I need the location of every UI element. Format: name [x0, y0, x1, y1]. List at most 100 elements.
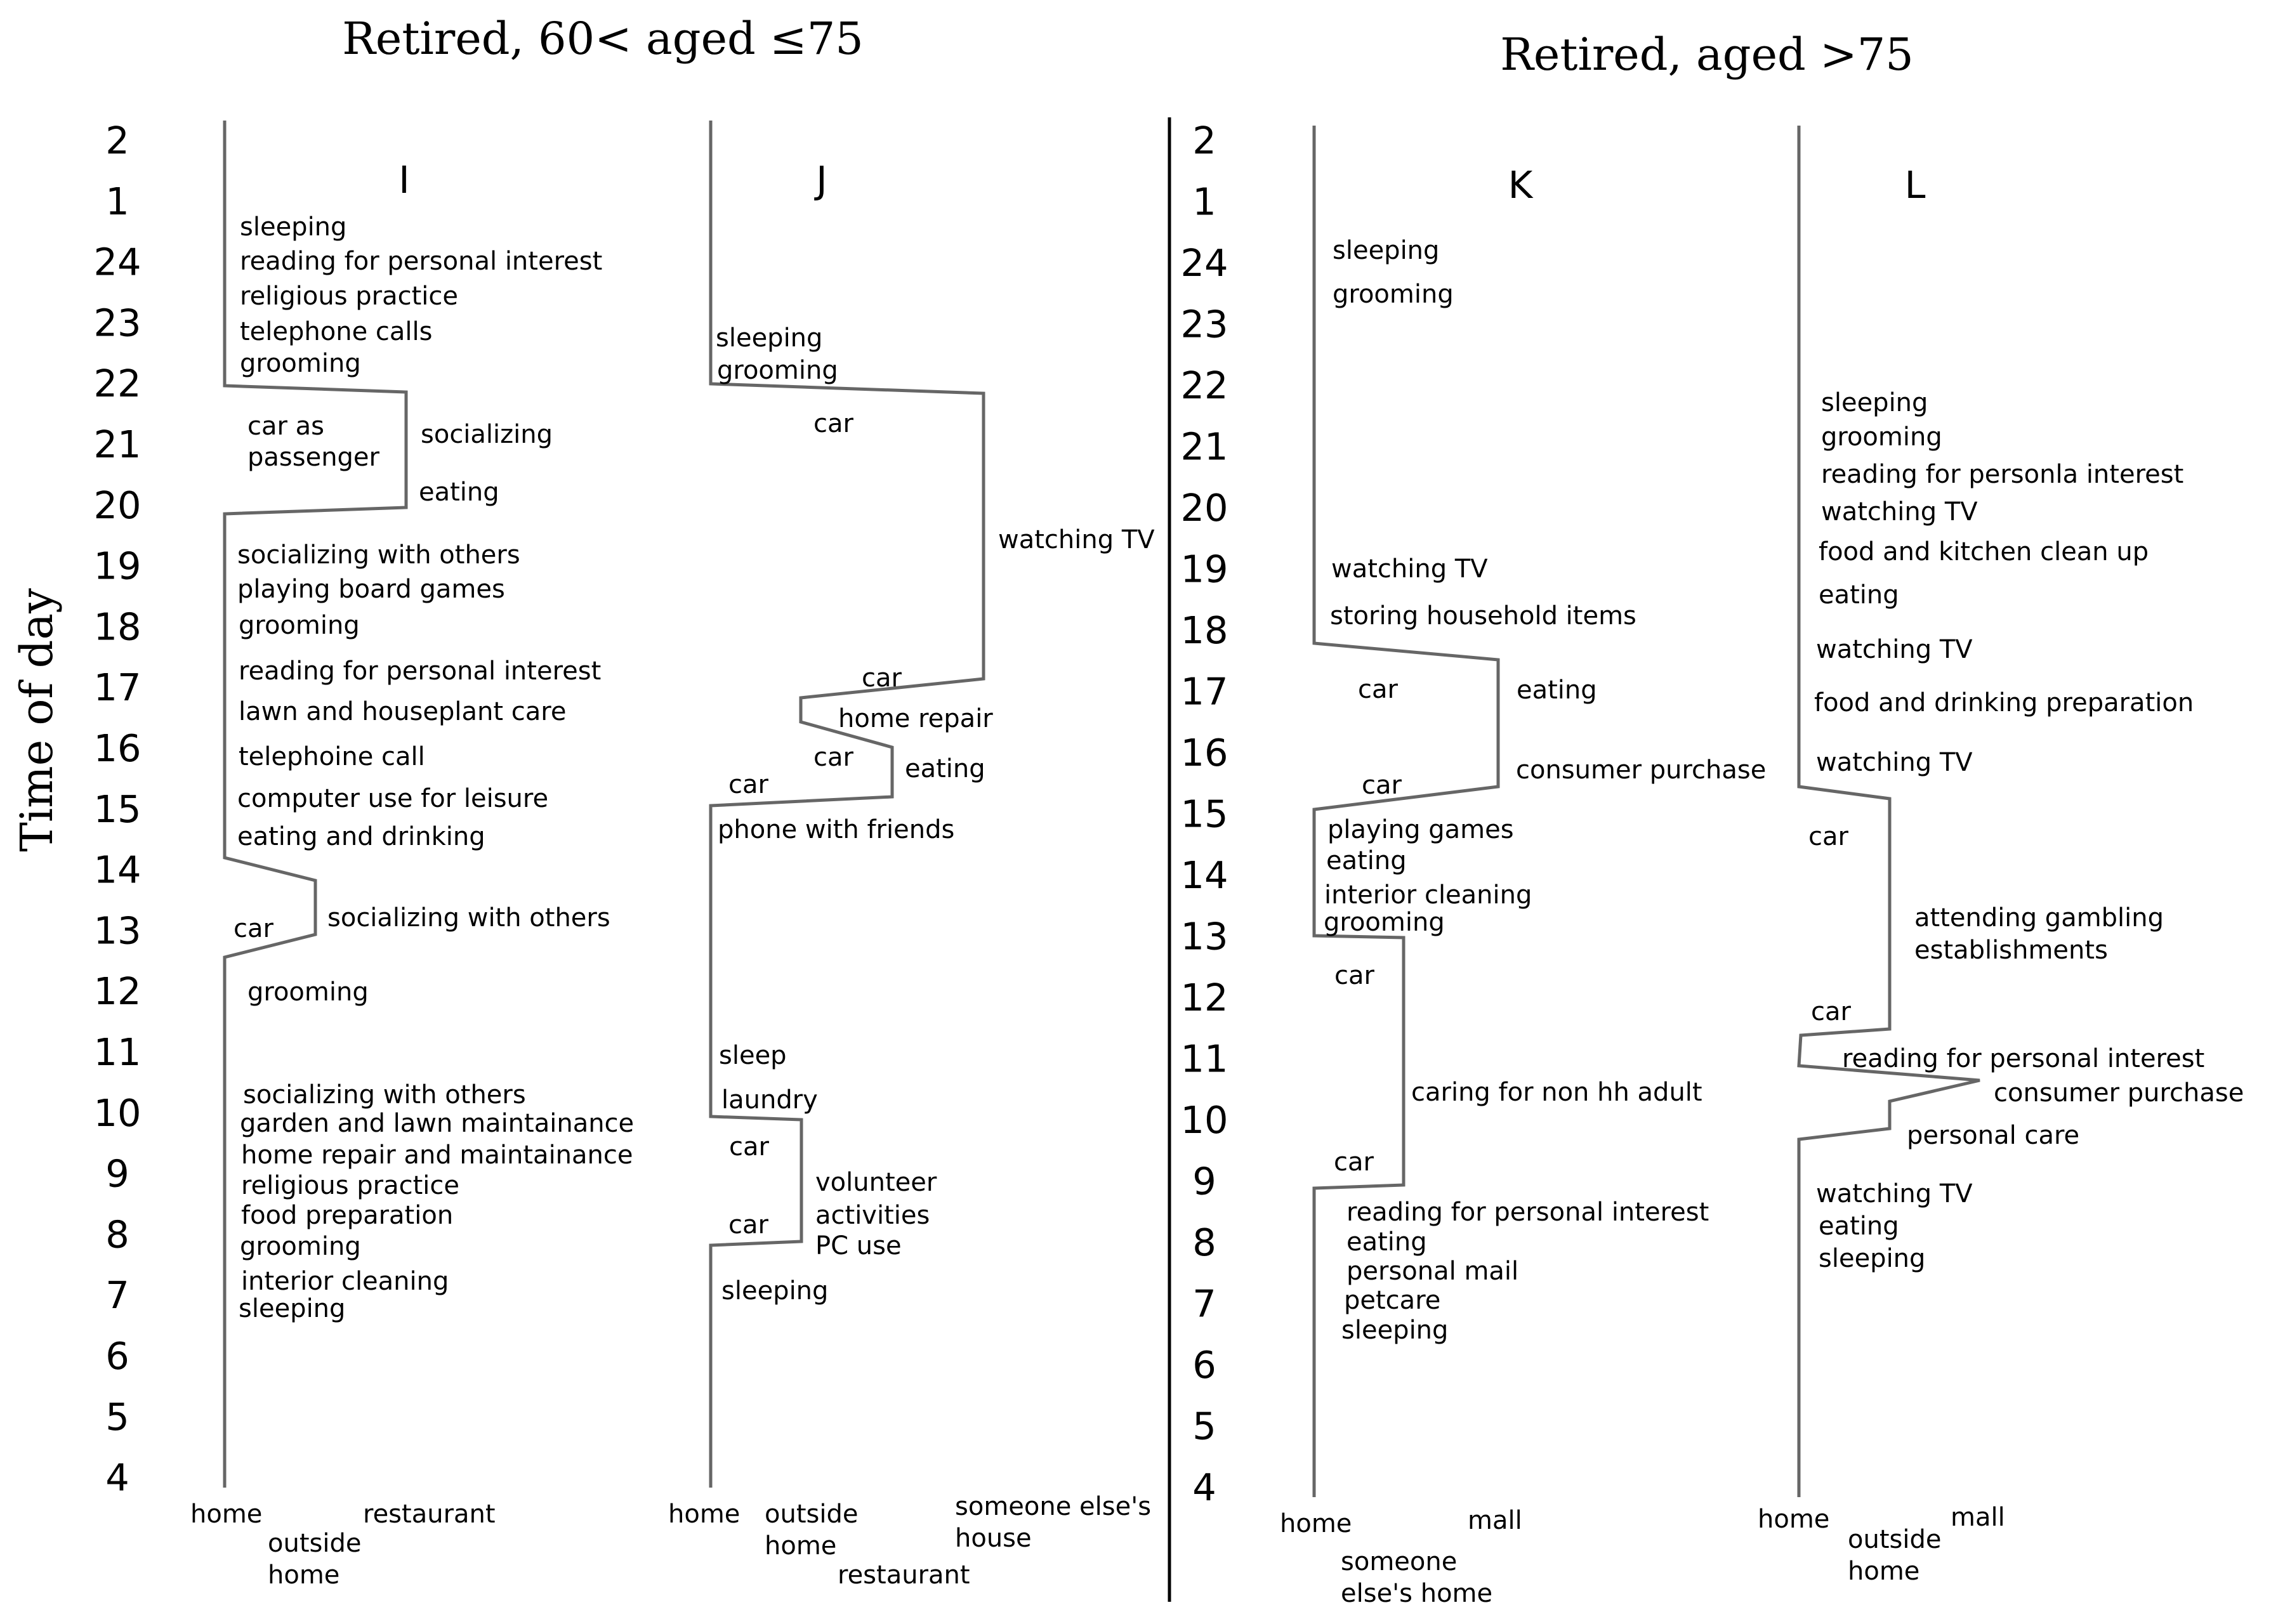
activity-label: sleeping [716, 324, 822, 353]
time-tick: 8 [1192, 1221, 1216, 1264]
activity-label: interior cleaning [1324, 881, 1532, 910]
activity-label: sleeping [1821, 388, 1928, 417]
activity-label: eating [1346, 1228, 1427, 1257]
time-tick: 5 [105, 1395, 129, 1439]
time-tick: 23 [1180, 303, 1228, 346]
time-tick: 12 [1180, 976, 1228, 1019]
activity-label: phone with friends [718, 815, 954, 844]
activity-label: socializing with others [327, 903, 610, 933]
location-label: mall [1468, 1506, 1522, 1535]
time-tick: 20 [93, 483, 141, 527]
activity-label: sleeping [1333, 236, 1439, 265]
time-tick: 8 [105, 1212, 129, 1256]
activity-label: grooming [1333, 280, 1454, 309]
activity-label: watching TV [1816, 1179, 1973, 1208]
activity-label: playing games [1327, 815, 1514, 844]
activity-label: consumer purchase [1516, 756, 1766, 785]
activity-label: laundry [721, 1085, 818, 1115]
activity-label: watching TV [998, 525, 1155, 554]
activity-label: storing household items [1330, 601, 1636, 631]
location-label: mall [1951, 1503, 2005, 1532]
activity-label: food and kitchen clean up [1819, 537, 2149, 566]
time-tick: 15 [1180, 792, 1228, 836]
activity-label: grooming [240, 349, 361, 378]
activity-label: reading for personal interest [240, 247, 602, 276]
location-label: outside [268, 1529, 361, 1558]
time-tick: 12 [93, 969, 141, 1013]
time-tick: 22 [1180, 363, 1228, 407]
time-tick: 2 [105, 119, 129, 162]
activity-label: watching TV [1816, 748, 1973, 777]
location-label: home [668, 1500, 740, 1529]
time-tick: 19 [1180, 547, 1228, 591]
activity-label: sleeping [1819, 1244, 1925, 1273]
location-label: house [955, 1524, 1032, 1553]
activity-label: sleeping [1341, 1316, 1448, 1345]
activity-label: religious practice [241, 1171, 459, 1200]
location-label: home [268, 1561, 339, 1590]
activity-label: car [1362, 771, 1402, 800]
activity-label: home repair [838, 704, 993, 733]
location-label: someone else's [955, 1492, 1151, 1521]
time-tick: 9 [1192, 1160, 1216, 1203]
activity-label: grooming [1324, 908, 1445, 937]
time-tick: 11 [93, 1030, 141, 1074]
activity-label: computer use for leisure [237, 784, 548, 813]
time-tick: 18 [1180, 608, 1228, 652]
time-tick: 16 [1180, 731, 1228, 775]
panel-label-j: J [813, 158, 827, 202]
time-tick: 21 [93, 422, 141, 466]
activity-label: reading for personal interest [1346, 1198, 1709, 1227]
activity-label: car [1811, 997, 1852, 1026]
time-tick: 14 [93, 848, 141, 892]
time-tick: 20 [1180, 486, 1228, 530]
location-label: home [1848, 1557, 1919, 1586]
activity-label: car [813, 409, 854, 438]
time-tick: 13 [93, 908, 141, 952]
activity-label: activities [815, 1201, 930, 1230]
y-axis-label: Time of day [11, 588, 63, 852]
location-label: outside [765, 1500, 858, 1529]
panel-label-k: K [1508, 163, 1534, 207]
activity-label: sleeping [721, 1276, 828, 1306]
activity-label: car [1358, 675, 1399, 704]
activity-label: eating [1819, 580, 1899, 610]
time-tick: 15 [93, 787, 141, 831]
group-title-60-75: Retired, 60< aged ≤75 [342, 13, 864, 65]
activity-label: car [1334, 1148, 1374, 1177]
location-label: home [190, 1500, 262, 1529]
time-tick: 5 [1192, 1405, 1216, 1448]
time-tick: 22 [93, 362, 141, 405]
trajectory-line-k [1312, 126, 1500, 1497]
time-tick: 18 [93, 605, 141, 648]
activity-label: watching TV [1816, 635, 1973, 664]
trajectory-line-j [709, 121, 985, 1488]
activity-label: personal care [1907, 1121, 2079, 1150]
time-tick: 13 [1180, 915, 1228, 959]
time-tick: 6 [105, 1334, 129, 1378]
activity-label: car [728, 770, 769, 799]
activity-label: home repair and maintainance [241, 1141, 633, 1170]
location-label: someone [1341, 1547, 1457, 1576]
activity-label: car [862, 664, 902, 693]
trajectory-line-l [1797, 126, 1980, 1497]
activity-label: car as [247, 412, 324, 441]
location-label: restaurant [363, 1500, 496, 1529]
activity-label: volunteer [815, 1168, 937, 1197]
activity-label: consumer purchase [1994, 1078, 2244, 1108]
activity-label: playing board games [237, 575, 505, 604]
activity-label: lawn and houseplant care [239, 697, 566, 726]
activity-label: grooming [1821, 422, 1942, 452]
location-label: home [1758, 1505, 1829, 1534]
activity-label: car [1334, 961, 1375, 990]
activity-label: garden and lawn maintainance [240, 1109, 634, 1138]
time-tick: 7 [105, 1273, 129, 1317]
activity-label: eating [1517, 676, 1597, 705]
time-tick: 10 [93, 1091, 141, 1135]
time-tick: 19 [93, 544, 141, 588]
time-tick: 1 [105, 180, 129, 223]
time-tick: 16 [93, 726, 141, 770]
location-label: home [1280, 1509, 1352, 1538]
